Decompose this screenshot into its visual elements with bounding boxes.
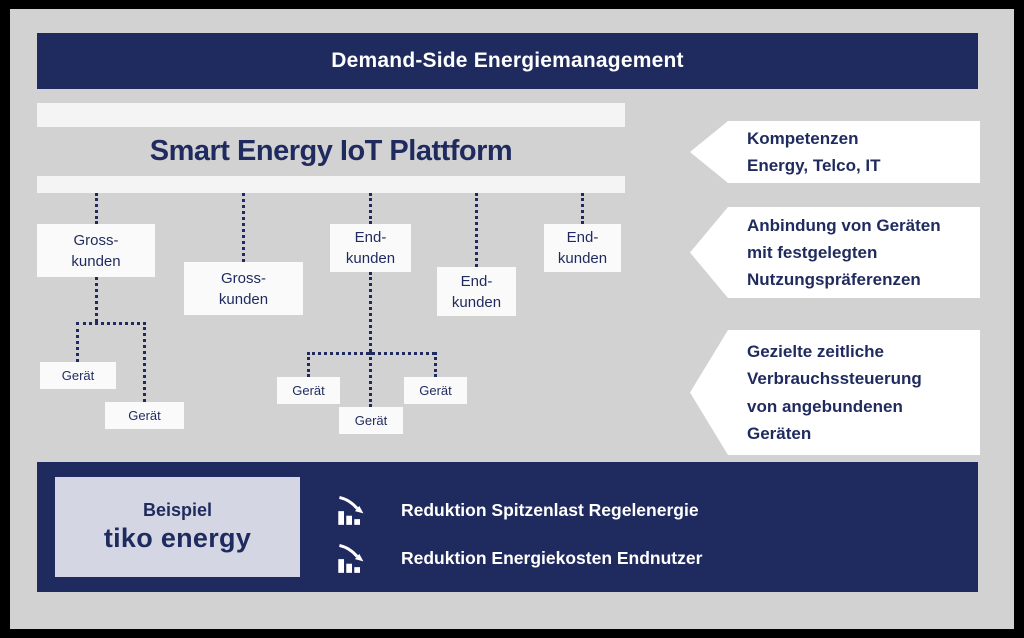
benefit-text: Reduktion Energiekosten Endnutzer (401, 547, 703, 568)
benefit-text: Reduktion Spitzenlast Regelenergie (401, 499, 699, 520)
connector (369, 272, 372, 352)
benefit-row: Reduktion Energiekosten Endnutzer (337, 540, 957, 576)
device-node-1: Gerät (40, 362, 116, 389)
platform-bottom-bar (37, 176, 625, 193)
customer-node-endkunden-3: End- kunden (544, 224, 621, 272)
customer-node-grosskunden-1: Gross- kunden (37, 224, 155, 277)
brand-name: tiko energy (103, 523, 252, 553)
connector (94, 193, 98, 224)
customer-node-endkunden-2: End- kunden (437, 267, 516, 316)
connector (76, 322, 146, 325)
connector (369, 193, 372, 224)
connector (94, 277, 98, 322)
device-node-2: Gerät (105, 402, 184, 429)
connector (369, 352, 372, 407)
connector (143, 322, 146, 402)
footer-panel: Beispiel tiko energy Reduktion Spitzenla… (37, 462, 978, 592)
platform-top-bar (37, 103, 625, 127)
callout-text: Anbindung von Geräten mit festgelegten N… (747, 215, 941, 290)
declining-chart-icon (338, 495, 364, 525)
header-bar: Demand-Side Energiemanagement (37, 33, 978, 89)
example-box: Beispiel tiko energy (55, 477, 300, 577)
declining-chart-icon (338, 543, 364, 573)
callout-text: Gezielte zeitliche Verbrauchssteuerung v… (747, 342, 922, 443)
benefit-row: Reduktion Spitzenlast Regelenergie (337, 492, 957, 528)
connector (76, 322, 79, 362)
customer-node-grosskunden-2: Gross- kunden (184, 262, 303, 315)
callout-kompetenzen: Kompetenzen Energy, Telco, IT (690, 121, 980, 183)
callout-anbindung: Anbindung von Geräten mit festgelegten N… (690, 207, 980, 298)
device-node-4: Gerät (339, 407, 403, 434)
device-node-3: Gerät (277, 377, 340, 404)
connector (307, 352, 310, 377)
example-label: Beispiel (142, 500, 213, 520)
connector (242, 193, 245, 262)
page-title: Demand-Side Energiemanagement (331, 49, 684, 72)
callout-verbrauchssteuerung: Gezielte zeitliche Verbrauchssteuerung v… (690, 330, 980, 455)
callout-text: Kompetenzen Energy, Telco, IT (747, 128, 881, 175)
device-node-5: Gerät (404, 377, 467, 404)
customer-node-endkunden-1: End- kunden (330, 224, 411, 272)
connector (434, 352, 437, 377)
connector (475, 193, 478, 267)
diagram-canvas: Demand-Side Energiemanagement Smart Ener… (10, 9, 1014, 629)
connector (581, 193, 584, 224)
platform-title: Smart Energy IoT Plattform (149, 134, 513, 167)
